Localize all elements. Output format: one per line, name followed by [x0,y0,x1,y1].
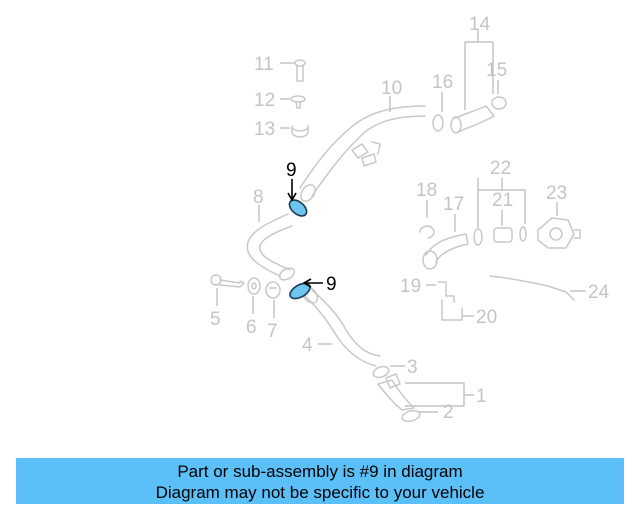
part-15-oring [491,96,507,110]
part-19-bracket [437,281,455,303]
part-18-clip [419,225,435,239]
callout-18: 18 [416,180,437,201]
callout-1: 1 [476,386,487,407]
part-5-bolt [210,274,245,288]
callout-9-upper: 9 [286,160,297,181]
part-14-hose [450,105,495,134]
part-2-seal [401,409,421,423]
info-banner: Part or sub-assembly is #9 in diagram Di… [16,458,624,504]
part-16-clamp [432,114,444,132]
callout-9-lower: 9 [326,274,337,295]
callout-11: 11 [254,54,274,75]
callout-20: 20 [476,307,497,328]
callout-14: 14 [469,14,491,35]
callout-5: 5 [210,309,221,330]
callout-8: 8 [253,187,264,208]
exploded-parts-diagram: 1 2 3 4 5 6 7 8 10 11 12 13 14 15 16 17 … [210,14,610,423]
banner-disclaimer-line: Diagram may not be specific to your vehi… [155,483,485,502]
callout-22: 22 [490,158,511,179]
part-13-grommet [291,125,309,138]
callout-13: 13 [254,119,275,140]
callout-10: 10 [381,78,402,99]
callout-6: 6 [246,317,257,338]
part-20-bracket [441,299,463,321]
part-21-connector [493,226,527,243]
callout-4: 4 [302,335,313,356]
part-12-clip [290,95,306,109]
callout-21: 21 [492,190,513,211]
callout-15: 15 [486,60,507,81]
part-7-grommet [265,281,281,299]
part-9-upper-clamp [288,199,308,217]
callout-24: 24 [588,282,610,303]
part-24-line [489,275,575,301]
part-8-hose [246,213,296,281]
callout-12: 12 [254,90,275,111]
callout-23: 23 [546,183,567,204]
callout-19: 19 [400,276,421,297]
banner-part-line: Part or sub-assembly is #9 in diagram [177,462,463,481]
callout-2: 2 [443,402,454,423]
callout-7: 7 [267,321,278,342]
callout-3: 3 [407,357,418,378]
part-23-thermostat-housing [537,217,581,249]
part-22-clamp-a [473,228,483,246]
leader-lines [216,30,586,413]
part-10-upper-pipe [299,105,426,202]
part-6-nut [247,277,261,295]
part-17-hose [422,233,469,270]
part-1-pipe [377,373,415,411]
part-11-bolt [294,59,306,82]
callout-17: 17 [443,194,464,215]
part-3-clamp [372,365,390,379]
highlight-leader-lines [287,179,323,288]
callout-16: 16 [432,72,453,93]
